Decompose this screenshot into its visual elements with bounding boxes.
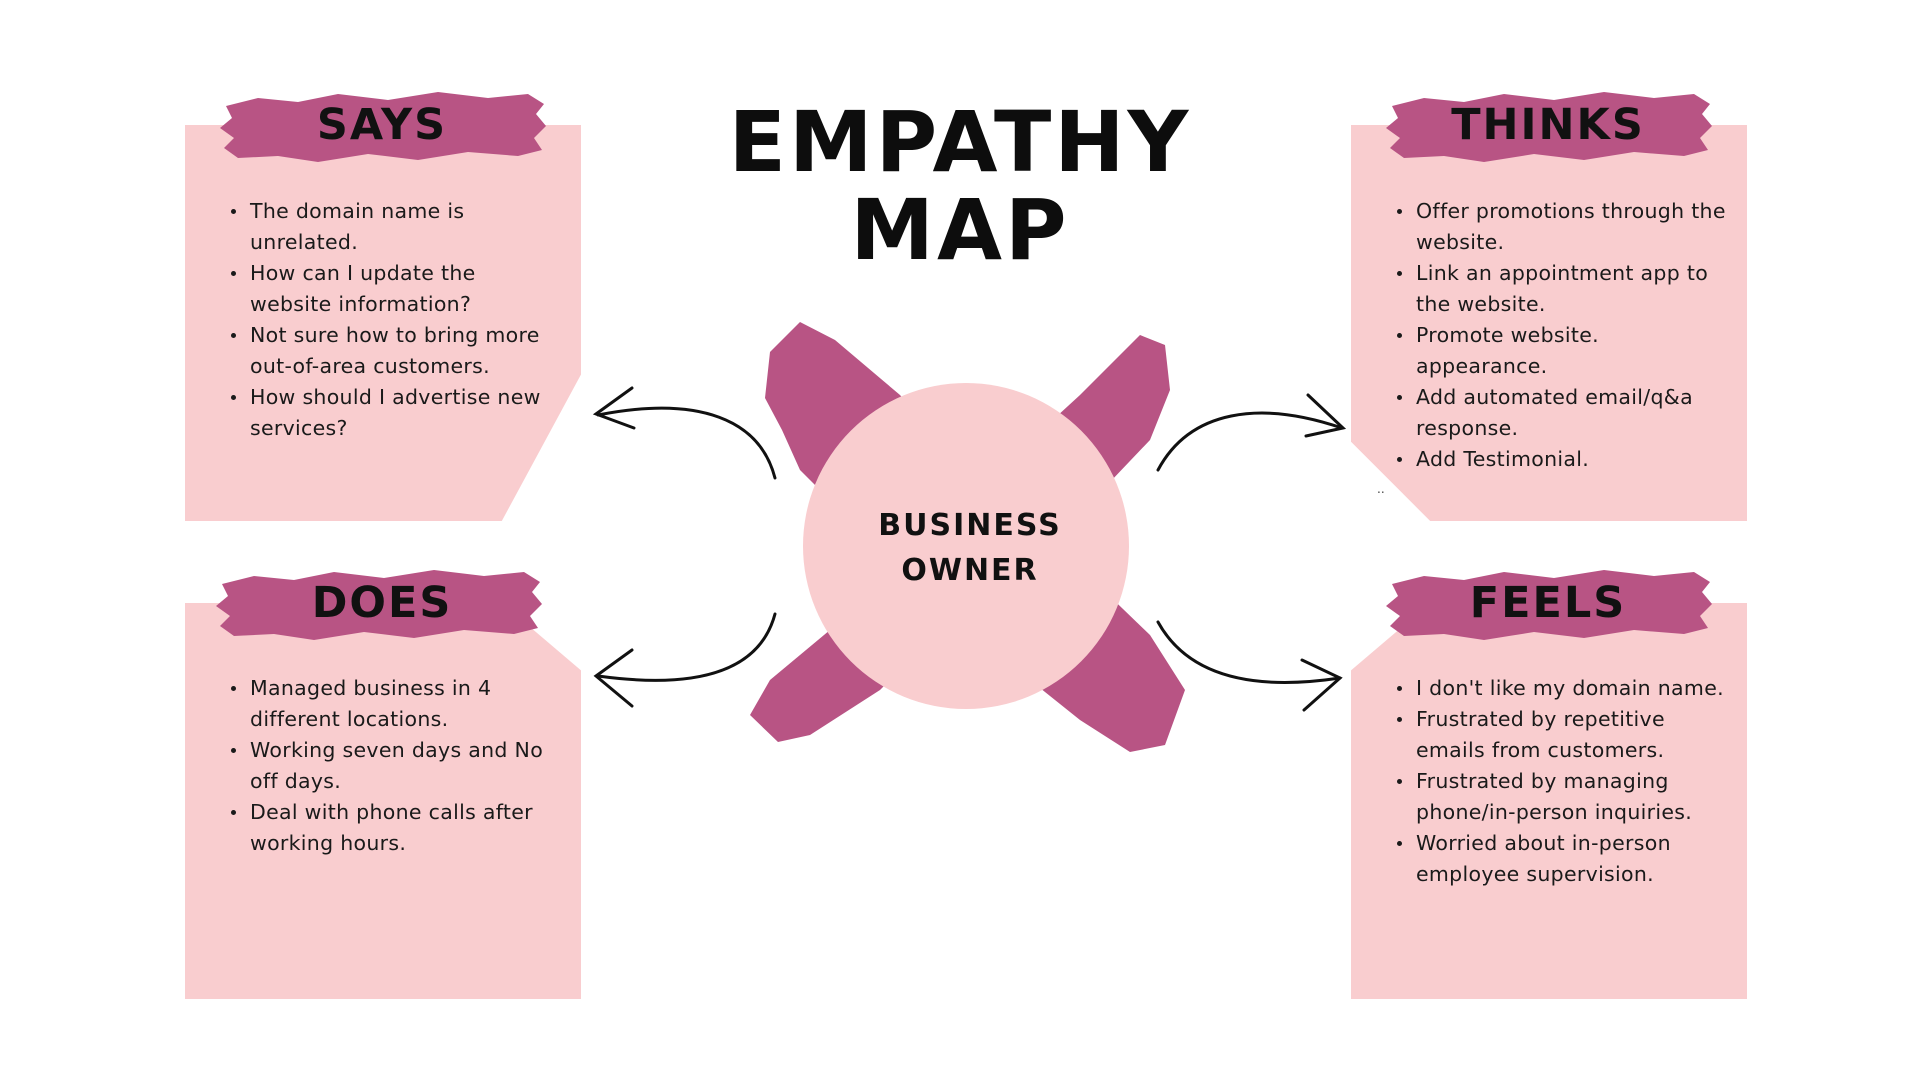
feels-list: I don't like my domain name. Frustrated … [1397, 673, 1727, 890]
thinks-label: THINKS [1451, 100, 1645, 150]
thinks-panel [1351, 125, 1747, 521]
arrow-to-feels [1156, 620, 1342, 684]
list-item: Add automated email/q&a response. [1397, 382, 1727, 444]
arrow-to-thinks [1156, 411, 1344, 472]
thinks-brush-stroke [1386, 92, 1712, 162]
center-label-line-1: BUSINESS [878, 508, 1062, 543]
does-list: Managed business in 4 different location… [231, 673, 561, 859]
list-item: Deal with phone calls after working hour… [231, 797, 561, 859]
list-item: Worried about in-person employee supervi… [1397, 828, 1727, 890]
center-circle [803, 383, 1129, 709]
does-brush-stroke [216, 570, 542, 640]
list-item: I don't like my domain name. [1397, 673, 1727, 704]
list-item: How should I advertise new services? [231, 382, 551, 444]
connector-arrows [592, 386, 1347, 712]
list-item: How can I update the website information… [231, 258, 551, 320]
list-item: Frustrated by managing phone/in-person i… [1397, 766, 1727, 828]
does-panel [185, 603, 581, 999]
does-label: DOES [311, 578, 453, 628]
arrow-to-says [596, 406, 777, 480]
stray-mark: .. [1377, 482, 1385, 496]
list-item: The domain name is unrelated. [231, 196, 551, 258]
list-item: Not sure how to bring more out-of-area c… [231, 320, 551, 382]
list-item: Offer promotions through the website. [1397, 196, 1727, 258]
list-item: Frustrated by repetitive emails from cus… [1397, 704, 1727, 766]
page-title-line-1: EMPATHY [728, 93, 1192, 191]
list-item: Link an appointment app to the website. [1397, 258, 1727, 320]
arrow-to-does [596, 612, 777, 682]
says-brush-stroke [220, 92, 546, 162]
list-item: Working seven days and No off days. [231, 735, 561, 797]
page-title-line-2: MAP [850, 181, 1070, 279]
feels-label: FEELS [1469, 578, 1627, 628]
list-item: Managed business in 4 different location… [231, 673, 561, 735]
says-panel [185, 125, 581, 521]
says-label: SAYS [316, 100, 448, 150]
feels-brush-stroke [1386, 570, 1712, 640]
center-label-line-2: OWNER [901, 553, 1039, 588]
thinks-list: Offer promotions through the website. Li… [1397, 196, 1727, 475]
says-list: The domain name is unrelated. How can I … [231, 196, 551, 444]
list-item: Add Testimonial. [1397, 444, 1727, 475]
feels-panel [1351, 603, 1747, 999]
list-item: Promote website. appearance. [1397, 320, 1727, 382]
